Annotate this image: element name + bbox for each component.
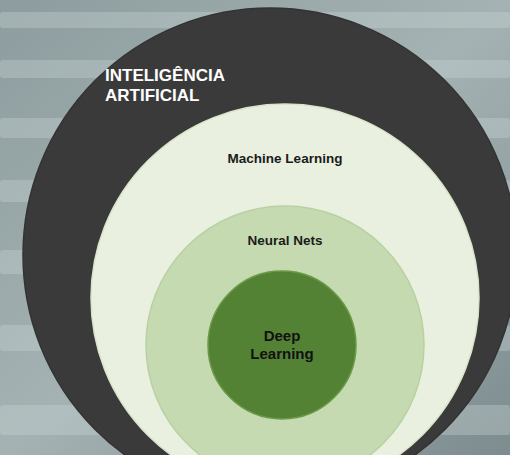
venn-circle: Deep Learning [207,270,357,420]
circle-label: Deep Learning [250,327,313,363]
circle-label: Machine Learning [90,151,480,167]
circle-fill [91,104,479,455]
label-box: Deep Learning [207,270,357,420]
circle-fill [146,206,424,455]
circle-label: Neural Nets [145,233,425,249]
label-box: Neural Nets [145,233,425,249]
circle-label: INTELIGÊNCIA ARTIFICIAL [105,66,224,107]
label-box: INTELIGÊNCIA ARTIFICIAL [105,66,224,107]
venn-circle: Machine LearningNeural NetsDeep Learning [90,103,480,455]
label-box: Machine Learning [90,151,480,167]
venn-circle: Neural NetsDeep Learning [145,205,425,455]
circle-fill [23,8,510,455]
venn-circle: INTELIGÊNCIA ARTIFICIALMachine LearningN… [22,7,510,455]
circle-fill [208,271,356,419]
